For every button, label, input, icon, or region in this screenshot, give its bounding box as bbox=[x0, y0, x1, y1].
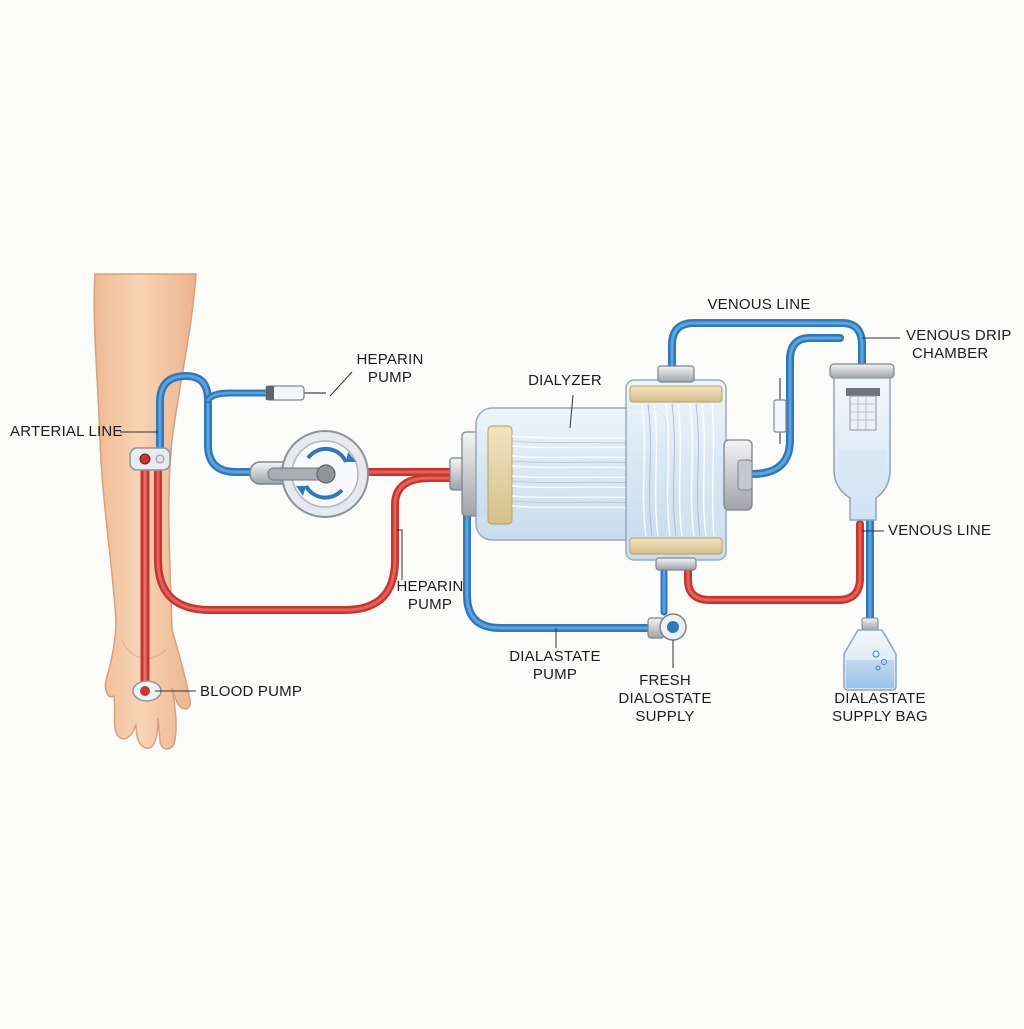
fresh-dialysate-valve bbox=[647, 613, 687, 641]
label-dialastate-supply-bag: DIALASTATE SUPPLY BAG bbox=[832, 690, 928, 725]
venous-drip-chamber bbox=[829, 363, 895, 521]
tubing bbox=[140, 319, 874, 695]
label-venous-line-top: VENOUS LINE bbox=[707, 296, 811, 313]
label-arterial-line: ARTERIAL LINE bbox=[10, 423, 123, 440]
roller-pump bbox=[249, 430, 369, 518]
label-venous-line-right: VENOUS LINE bbox=[888, 522, 992, 539]
label-dialyzer: DIALYZER bbox=[528, 372, 602, 389]
wrist-access-port bbox=[132, 680, 162, 702]
label-heparin-pump-bottom: HEPARIN PUMP bbox=[396, 578, 464, 613]
venous-return-tube bbox=[748, 334, 844, 478]
label-dialastate-pump: DIALASTATE PUMP bbox=[509, 648, 601, 683]
dialyzer bbox=[449, 365, 753, 571]
arterial-access-clip bbox=[129, 447, 171, 471]
label-heparin-pump-top: HEPARIN PUMP bbox=[356, 351, 424, 386]
leader-lines bbox=[120, 337, 900, 692]
dialysate-supply-bag bbox=[843, 617, 897, 691]
venous-injection-port bbox=[773, 378, 787, 444]
heparin-syringe bbox=[265, 385, 326, 401]
label-fresh-dialostate-supply: FRESH DIALOSTATE SUPPLY bbox=[618, 672, 712, 725]
label-blood-pump: BLOOD PUMP bbox=[200, 683, 303, 700]
label-venous-drip-chamber: VENOUS DRIP CHAMBER bbox=[906, 327, 1012, 362]
